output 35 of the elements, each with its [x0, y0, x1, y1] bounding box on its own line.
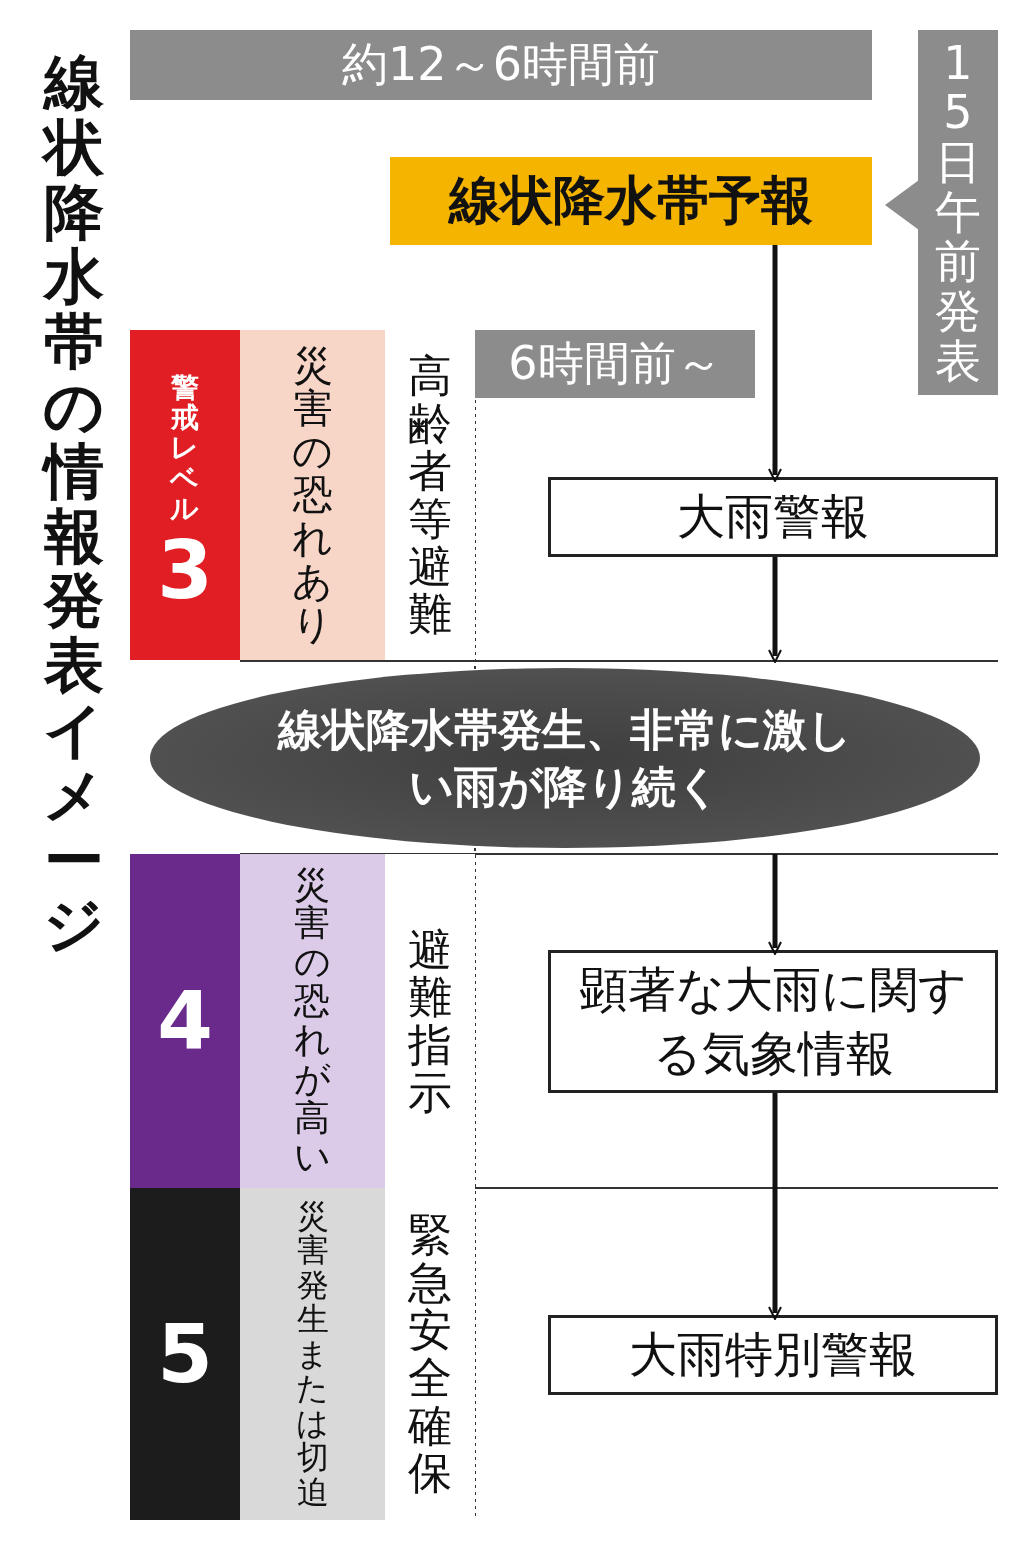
- arrow: [768, 557, 782, 663]
- arrow: [768, 1093, 782, 1320]
- warning-box: [548, 950, 998, 1093]
- status-label: 災害発生または切迫: [295, 1198, 330, 1510]
- warning-label: 大雨特別警報: [629, 1325, 917, 1384]
- arrow: [768, 854, 782, 955]
- forecast-label: 線状降水帯予報: [449, 169, 813, 232]
- level-cell: [130, 1188, 240, 1520]
- status-cell: [240, 854, 385, 1188]
- warning-box: [548, 1315, 998, 1395]
- warning-box: [548, 477, 998, 557]
- status-label: 災害の恐れが高い: [293, 865, 332, 1177]
- warning-label: 大雨警報: [677, 487, 869, 546]
- band-label: 約12～6時間前: [342, 36, 660, 93]
- level-cell: [130, 854, 240, 1188]
- action-label: 緊急安全確保: [407, 1211, 453, 1497]
- action-label: 避難指示: [407, 925, 453, 1117]
- status-cell: [240, 1188, 385, 1520]
- action-label: 高齢者等避難: [407, 352, 453, 638]
- callout-label: 15日午前発表: [934, 38, 982, 387]
- level-number: 4: [157, 974, 213, 1068]
- event-label: 線状降水帯発生、非常に激しい雨が降り続く: [276, 702, 853, 814]
- band-label: 6時間前～: [508, 335, 722, 392]
- level-number: 3: [157, 524, 213, 618]
- arrow: [768, 245, 782, 482]
- status-label: 災害の恐れあり: [291, 343, 334, 647]
- forecast-box: [390, 157, 872, 245]
- time-band: [130, 30, 872, 100]
- time-band: [475, 330, 755, 398]
- level-number: 5: [157, 1307, 213, 1401]
- level-heading: 警戒レベル: [170, 372, 200, 525]
- status-cell: [240, 330, 385, 660]
- level-cell: [130, 330, 240, 660]
- title: 線状降水帯の情報発表イメージ: [42, 50, 105, 958]
- warning-label: 顕著な大雨に関する気象情報: [578, 959, 968, 1083]
